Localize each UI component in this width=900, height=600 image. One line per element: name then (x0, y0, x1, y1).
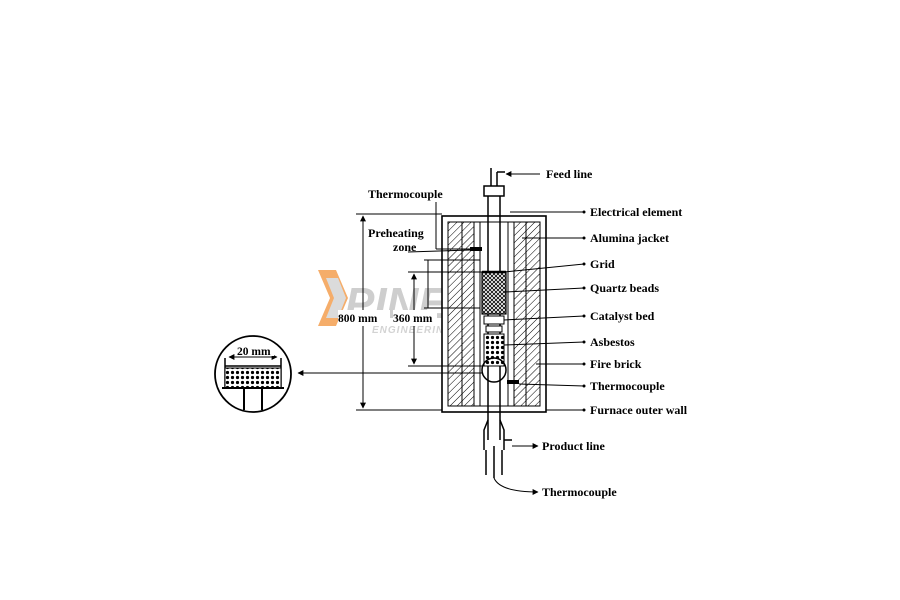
thermocouple-top-marker (470, 247, 482, 251)
label-fire-brick: Fire brick (590, 357, 642, 371)
label-catalyst-bed: Catalyst bed (590, 309, 655, 323)
label-feed-line: Feed line (546, 167, 593, 181)
label-grid: Grid (590, 257, 615, 271)
label-thermocouple-bottom: Thermocouple (542, 485, 617, 499)
dim-20: 20 mm (237, 346, 271, 358)
label-ticks (582, 210, 586, 412)
label-thermocouple-top: Thermocouple (368, 187, 443, 201)
thermocouple-mid-marker (507, 380, 519, 384)
fire-brick-right (525, 221, 541, 407)
alumina-jacket-right (513, 221, 527, 407)
label-preheating: Preheating (368, 226, 424, 240)
label-alumina-jacket: Alumina jacket (590, 231, 669, 245)
label-furnace-outer-wall: Furnace outer wall (590, 403, 688, 417)
dim-360-bg (393, 310, 437, 326)
magnify-circle (481, 357, 507, 383)
label-zone: zone (393, 240, 417, 254)
reactor-tube (470, 168, 519, 478)
label-thermocouple-mid: Thermocouple (590, 379, 665, 393)
quartz-beads-section (481, 271, 507, 315)
watermark-sub: ENGINEERING CO. (372, 325, 478, 336)
dim-360: 360 mm (393, 313, 433, 325)
labels-left (407, 202, 471, 253)
dim-800-bg (338, 310, 390, 326)
label-product-line: Product line (542, 439, 605, 453)
dim-20-bg (236, 345, 274, 356)
fire-brick-left (447, 221, 463, 407)
labels-right (493, 171, 585, 495)
electrical-element-right (507, 221, 515, 407)
catalyst-bed (483, 315, 505, 325)
asbestos (483, 333, 505, 367)
label-electrical-element: Electrical element (590, 205, 682, 219)
label-asbestos: Asbestos (590, 335, 635, 349)
dim-800: 800 mm (338, 313, 378, 325)
label-quartz-beads: Quartz beads (590, 281, 659, 295)
